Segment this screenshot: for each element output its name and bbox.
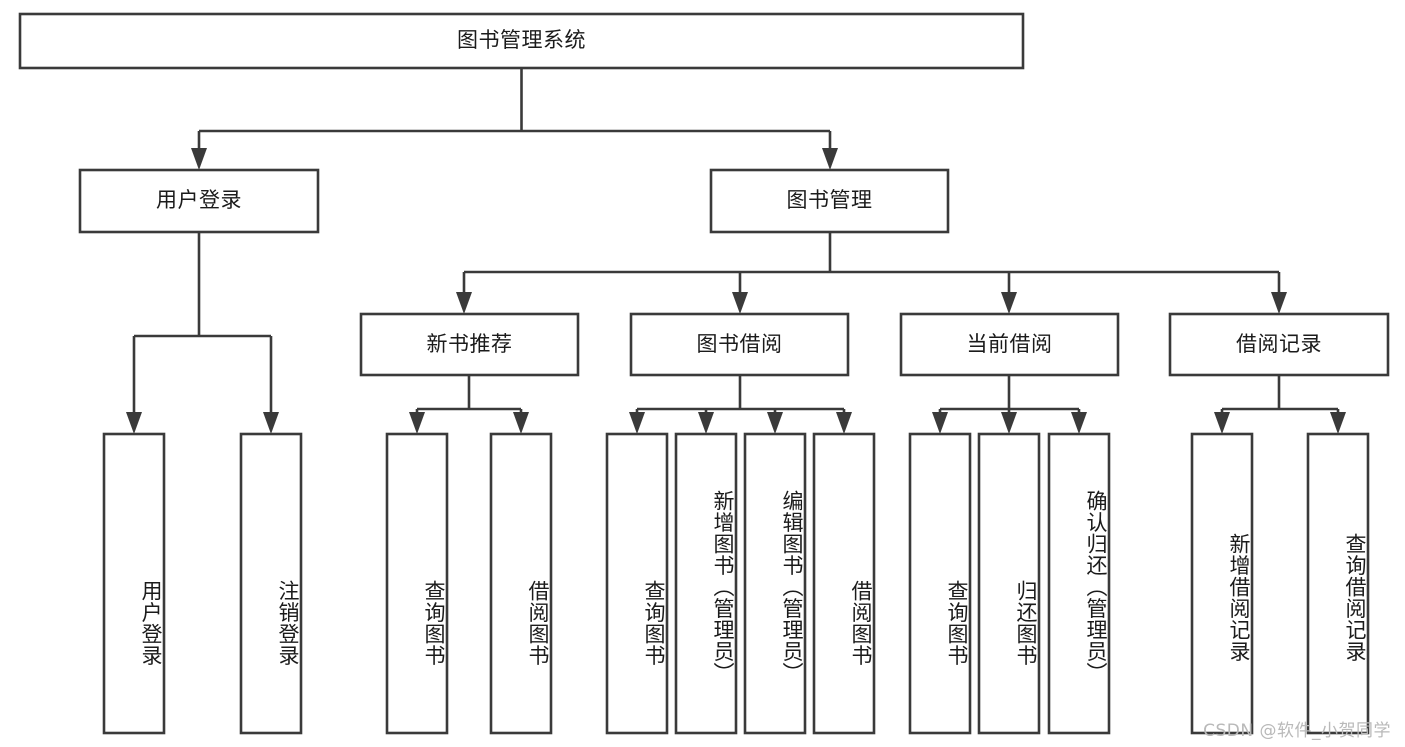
arrow-newbook-leaf-1-icon xyxy=(409,412,425,434)
node-leaf-5-box[interactable] xyxy=(605,432,669,735)
arrow-current-leaf-3-icon xyxy=(1071,412,1087,434)
arrow-borrow-leaf-1-icon xyxy=(629,412,645,434)
arrow-to-borrow-icon xyxy=(732,292,748,314)
connector-group-current xyxy=(932,375,1087,434)
arrow-to-bookmgmt-icon xyxy=(822,148,838,170)
arrow-borrow-leaf-2-icon xyxy=(698,412,714,434)
arrow-to-userlogin-icon xyxy=(191,148,207,170)
arrow-to-records-icon xyxy=(1271,292,1287,314)
arrow-borrow-leaf-3-icon xyxy=(767,412,783,434)
arrow-userlogin-leaf-1-icon xyxy=(126,412,142,434)
connector-group-root xyxy=(191,68,838,170)
node-leaf-11-box[interactable] xyxy=(1047,432,1111,735)
node-leaf-3-box[interactable] xyxy=(385,432,449,735)
node-level2-2-box[interactable] xyxy=(709,168,950,234)
connector-group-records xyxy=(1214,375,1346,434)
node-leaf-2-box[interactable] xyxy=(239,432,303,735)
arrow-records-leaf-1-icon xyxy=(1214,412,1230,434)
node-level3-2-box[interactable] xyxy=(629,312,850,377)
node-leaf-13-box[interactable] xyxy=(1306,432,1370,735)
arrow-current-leaf-2-icon xyxy=(1001,412,1017,434)
arrow-to-newbook-icon xyxy=(456,292,472,314)
node-root-box[interactable] xyxy=(18,12,1025,70)
arrow-to-current-icon xyxy=(1001,292,1017,314)
arrow-current-leaf-1-icon xyxy=(932,412,948,434)
arrow-records-leaf-2-icon xyxy=(1330,412,1346,434)
node-leaf-12-box[interactable] xyxy=(1190,432,1254,735)
node-level3-1-box[interactable] xyxy=(359,312,580,377)
connector-group-bookmgmt xyxy=(456,232,1287,314)
connector-group-userlogin xyxy=(126,232,279,434)
csdn-watermark: CSDN @软件_小贺同学 xyxy=(1203,721,1391,741)
connector-group-newbook xyxy=(409,375,529,434)
connector-group-borrow xyxy=(629,375,852,434)
node-leaf-4-box[interactable] xyxy=(489,432,553,735)
node-leaf-10-box[interactable] xyxy=(977,432,1041,735)
node-leaf-8-box[interactable] xyxy=(812,432,876,735)
node-level2-1-box[interactable] xyxy=(78,168,320,234)
node-leaf-6-box[interactable] xyxy=(674,432,738,735)
node-leaf-7-box[interactable] xyxy=(743,432,807,735)
node-level3-4-box[interactable] xyxy=(1168,312,1390,377)
arrow-userlogin-leaf-2-icon xyxy=(263,412,279,434)
node-leaf-1-box[interactable] xyxy=(102,432,166,735)
arrow-borrow-leaf-4-icon xyxy=(836,412,852,434)
node-level3-3-box[interactable] xyxy=(899,312,1120,377)
arrow-newbook-leaf-2-icon xyxy=(513,412,529,434)
node-leaf-9-box[interactable] xyxy=(908,432,972,735)
